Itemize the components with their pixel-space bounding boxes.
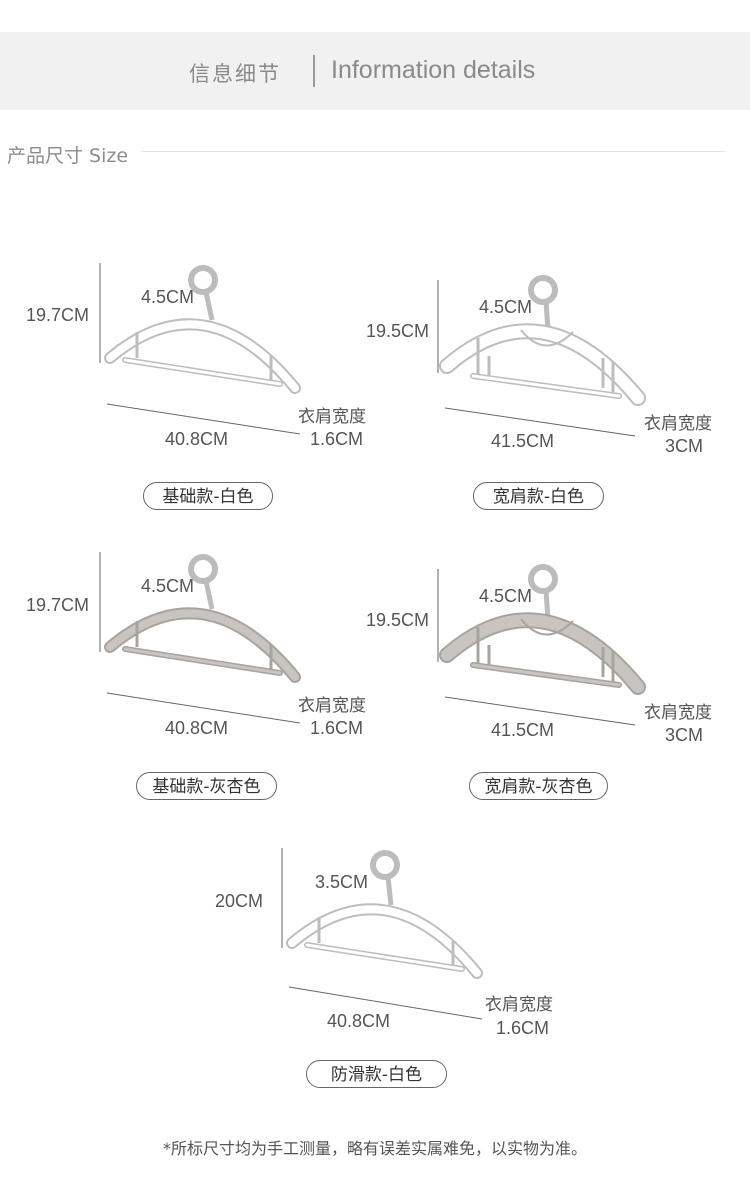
height-label: 20CM	[215, 891, 264, 911]
hanger-antislip-white-icon	[281, 848, 483, 1020]
shoulder-value: 1.6CM	[310, 718, 364, 738]
shoulder-value: 1.6CM	[310, 429, 364, 449]
shoulder-label: 衣肩宽度	[298, 407, 366, 427]
header-title-cn: 信息细节	[189, 62, 281, 86]
hook-label: 4.5CM	[141, 576, 195, 596]
header-title-en: Information details	[331, 56, 536, 84]
footer-note: *所标尺寸均为手工测量，略有误差实属难免，以实物为准。	[162, 1139, 587, 1158]
shoulder-label: 衣肩宽度	[644, 414, 712, 434]
width-label: 40.8CM	[327, 1011, 391, 1031]
section-title: 产品尺寸 Size	[7, 145, 129, 167]
width-label: 40.8CM	[165, 429, 229, 449]
height-label: 19.5CM	[366, 610, 430, 630]
height-label: 19.7CM	[26, 595, 90, 615]
hanger-wide-white-icon	[437, 275, 646, 437]
shoulder-label: 衣肩宽度	[644, 703, 712, 723]
hanger-wide-beige-icon	[437, 564, 646, 726]
hanger-basic-white-icon	[99, 263, 301, 435]
shoulder-label: 衣肩宽度	[485, 995, 553, 1015]
shoulder-value: 3CM	[665, 725, 704, 745]
width-label: 41.5CM	[491, 720, 555, 740]
product-name-badge: 基础款-灰杏色	[136, 772, 277, 800]
hook-label: 3.5CM	[315, 872, 369, 892]
hanger-basic-beige-icon	[99, 552, 301, 724]
shoulder-value: 1.6CM	[496, 1018, 550, 1038]
width-label: 41.5CM	[491, 431, 555, 451]
hook-label: 4.5CM	[479, 586, 533, 606]
width-label: 40.8CM	[165, 718, 229, 738]
height-label: 19.5CM	[366, 321, 430, 341]
hook-label: 4.5CM	[479, 297, 533, 317]
shoulder-label: 衣肩宽度	[298, 696, 366, 716]
section-rule	[141, 151, 725, 152]
product-name-badge: 基础款-白色	[143, 482, 273, 510]
shoulder-value: 3CM	[665, 436, 704, 456]
product-name-badge: 宽肩款-白色	[473, 482, 604, 510]
height-label: 19.7CM	[26, 305, 90, 325]
hook-label: 4.5CM	[141, 287, 195, 307]
header-divider	[313, 55, 315, 87]
header-band	[0, 32, 750, 110]
product-name-badge: 防滑款-白色	[306, 1060, 447, 1088]
product-name-badge: 宽肩款-灰杏色	[469, 772, 608, 800]
